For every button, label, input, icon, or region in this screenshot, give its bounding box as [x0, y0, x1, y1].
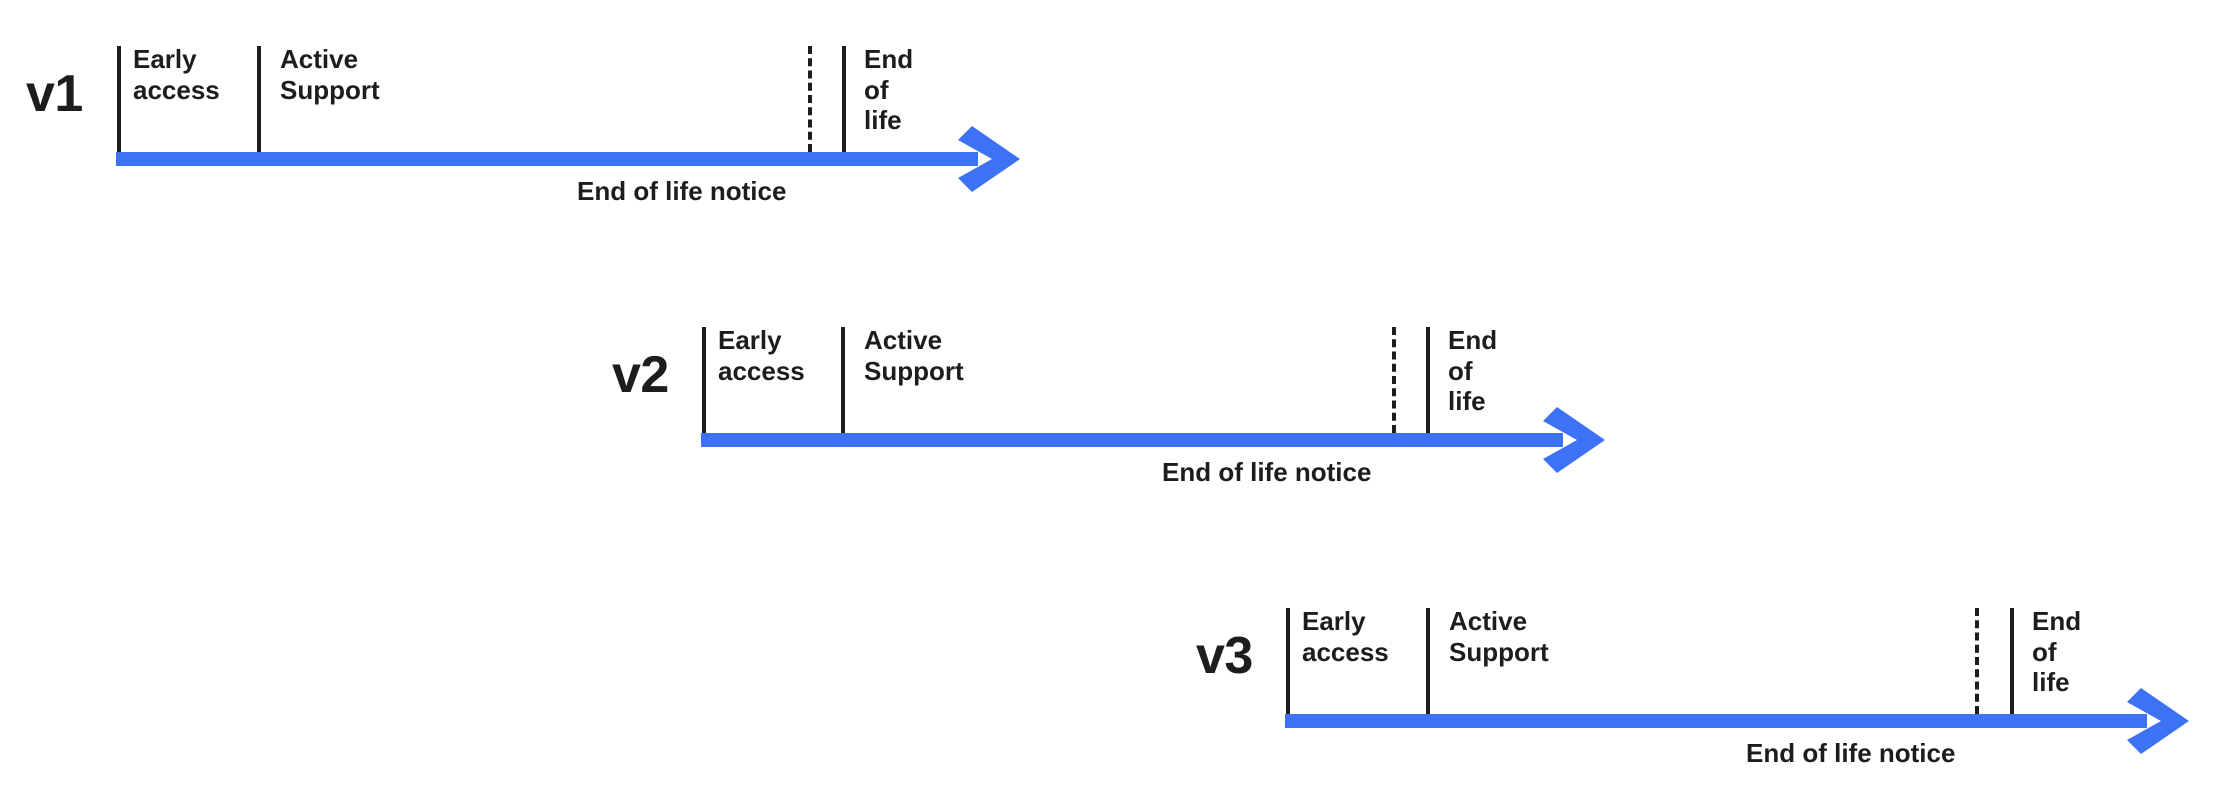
end-of-life-notice-label-v1: End of life notice — [577, 176, 787, 206]
lifecycle-arrow-head-v2 — [1543, 407, 1605, 473]
version-label-v3: v3 — [1196, 627, 1253, 685]
phase-label-early-access-v2: Early access — [718, 325, 805, 386]
phase-divider-end-of-life-v2 — [1426, 327, 1430, 433]
phase-divider-eol-notice-v1 — [808, 46, 812, 152]
end-of-life-notice-label-v2: End of life notice — [1162, 457, 1372, 487]
version-label-v1: v1 — [26, 65, 83, 123]
phase-label-active-support-v3: Active Support — [1449, 606, 1549, 667]
lifecycle-arrow-shaft-v3 — [1285, 714, 2147, 728]
lifecycle-arrow-shaft-v1 — [116, 152, 978, 166]
phase-label-active-support-v1: Active Support — [280, 44, 380, 105]
phase-divider-start-v2 — [702, 327, 706, 433]
phase-divider-active-support-v2 — [841, 327, 845, 433]
phase-divider-start-v3 — [1286, 608, 1290, 714]
phase-label-early-access-v1: Early access — [133, 44, 220, 105]
phase-divider-active-support-v3 — [1426, 608, 1430, 714]
end-of-life-notice-label-v3: End of life notice — [1746, 738, 1956, 768]
phase-divider-eol-notice-v3 — [1975, 608, 1979, 714]
phase-label-end-of-life-v2: End of life — [1448, 325, 1498, 417]
phase-label-end-of-life-v1: End of life — [864, 44, 914, 136]
phase-divider-end-of-life-v1 — [842, 46, 846, 152]
phase-label-end-of-life-v3: End of life — [2032, 606, 2082, 698]
phase-divider-eol-notice-v2 — [1392, 327, 1396, 433]
phase-divider-end-of-life-v3 — [2010, 608, 2014, 714]
phase-label-early-access-v3: Early access — [1302, 606, 1389, 667]
lifecycle-arrow-head-v1 — [958, 126, 1020, 192]
lifecycle-arrow-shaft-v2 — [701, 433, 1563, 447]
lifecycle-arrow-head-v3 — [2127, 688, 2189, 754]
phase-divider-active-support-v1 — [257, 46, 261, 152]
phase-label-active-support-v2: Active Support — [864, 325, 964, 386]
phase-divider-start-v1 — [117, 46, 121, 152]
version-label-v2: v2 — [612, 346, 669, 404]
